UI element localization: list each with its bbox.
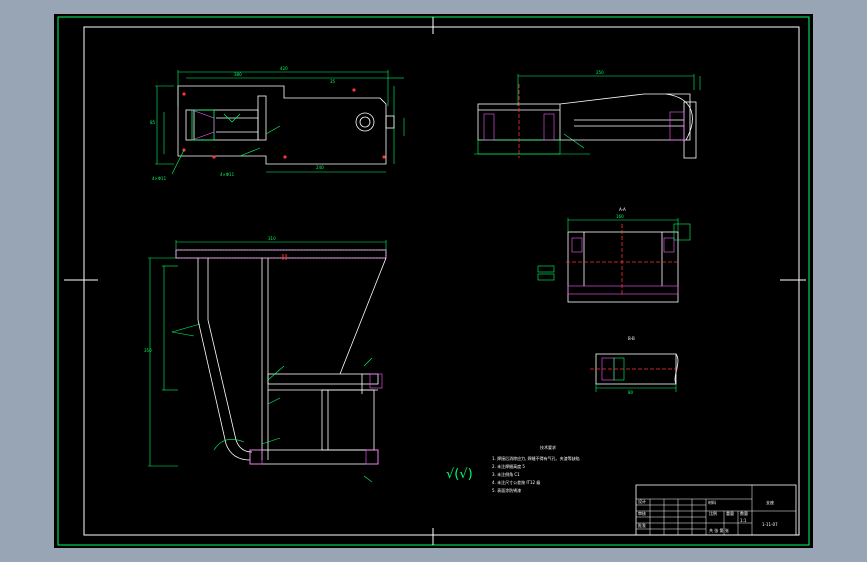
dim-aa-width: 160 bbox=[616, 214, 624, 219]
dim-top-height: 85 bbox=[150, 120, 156, 125]
dim-top-hole-2: 4×Φ11 bbox=[220, 172, 235, 177]
section-b: B-B 80 bbox=[590, 336, 680, 395]
cad-viewport[interactable]: 420 380 35 85 240 4×Φ11 4×Φ11 bbox=[54, 14, 813, 548]
note-item-2: 2. 未注焊缝高度 5 bbox=[492, 463, 525, 469]
dim-top-width: 240 bbox=[316, 165, 324, 170]
title-sheet-label: 共 张 第 张 bbox=[709, 527, 729, 533]
dim-top-overall: 420 bbox=[280, 66, 288, 71]
section-a: A-A 160 bbox=[537, 207, 691, 303]
front-view: 310 350 bbox=[144, 236, 387, 483]
dim-top-inner: 380 bbox=[234, 72, 242, 77]
label-section-a: A-A bbox=[619, 207, 626, 212]
dim-main-height: 350 bbox=[144, 348, 152, 353]
note-item-4: 4. 未注尺寸公差按 IT12 级 bbox=[492, 479, 540, 485]
note-item-3: 3. 未注倒角 C1 bbox=[492, 471, 520, 477]
label-section-b: B-B bbox=[628, 336, 635, 341]
dim-main-width: 310 bbox=[268, 236, 276, 241]
title-scale: 1:1 bbox=[740, 518, 747, 523]
roughness-symbol: √(√) bbox=[446, 467, 473, 482]
title-material: 材料 bbox=[708, 499, 716, 505]
cad-drawing: 420 380 35 85 240 4×Φ11 4×Φ11 bbox=[57, 16, 810, 546]
note-item-1: 1. 焊接后消除应力, 焊缝不得有气孔、夹渣等缺陷 bbox=[492, 455, 580, 461]
dim-top-right: 35 bbox=[330, 79, 336, 84]
title-checker-label: 审核 bbox=[638, 510, 646, 516]
title-weight: 重量 bbox=[726, 510, 734, 516]
note-item-5: 5. 表面涂防锈漆 bbox=[492, 487, 521, 493]
title-quantity: 数量 bbox=[740, 510, 748, 516]
title-drawing-name: 支座 bbox=[766, 499, 774, 505]
centering-marks bbox=[64, 17, 806, 545]
dim-right-len: 250 bbox=[596, 70, 604, 75]
top-view: 420 380 35 85 240 4×Φ11 4×Φ11 bbox=[150, 66, 405, 181]
side-view: 250 bbox=[474, 70, 701, 159]
title-designer-label: 设计 bbox=[638, 498, 646, 504]
title-scale-label: 比例 bbox=[709, 510, 717, 516]
title-approver-label: 批准 bbox=[638, 522, 646, 528]
title-block: 设计 审核 批准 材料 重量 数量 比例 1:1 共 张 第 张 支座 1-11… bbox=[635, 484, 797, 536]
technical-notes: 技术要求 1. 焊接后消除应力, 焊缝不得有气孔、夹渣等缺陷 2. 未注焊缝高度… bbox=[446, 444, 580, 493]
notes-heading: 技术要求 bbox=[540, 444, 556, 450]
dim-top-hole: 4×Φ11 bbox=[152, 176, 167, 181]
dim-bb-width: 80 bbox=[628, 390, 634, 395]
title-drawing-no: 1-11-07 bbox=[762, 522, 778, 527]
sheet-inner-border bbox=[83, 26, 800, 536]
